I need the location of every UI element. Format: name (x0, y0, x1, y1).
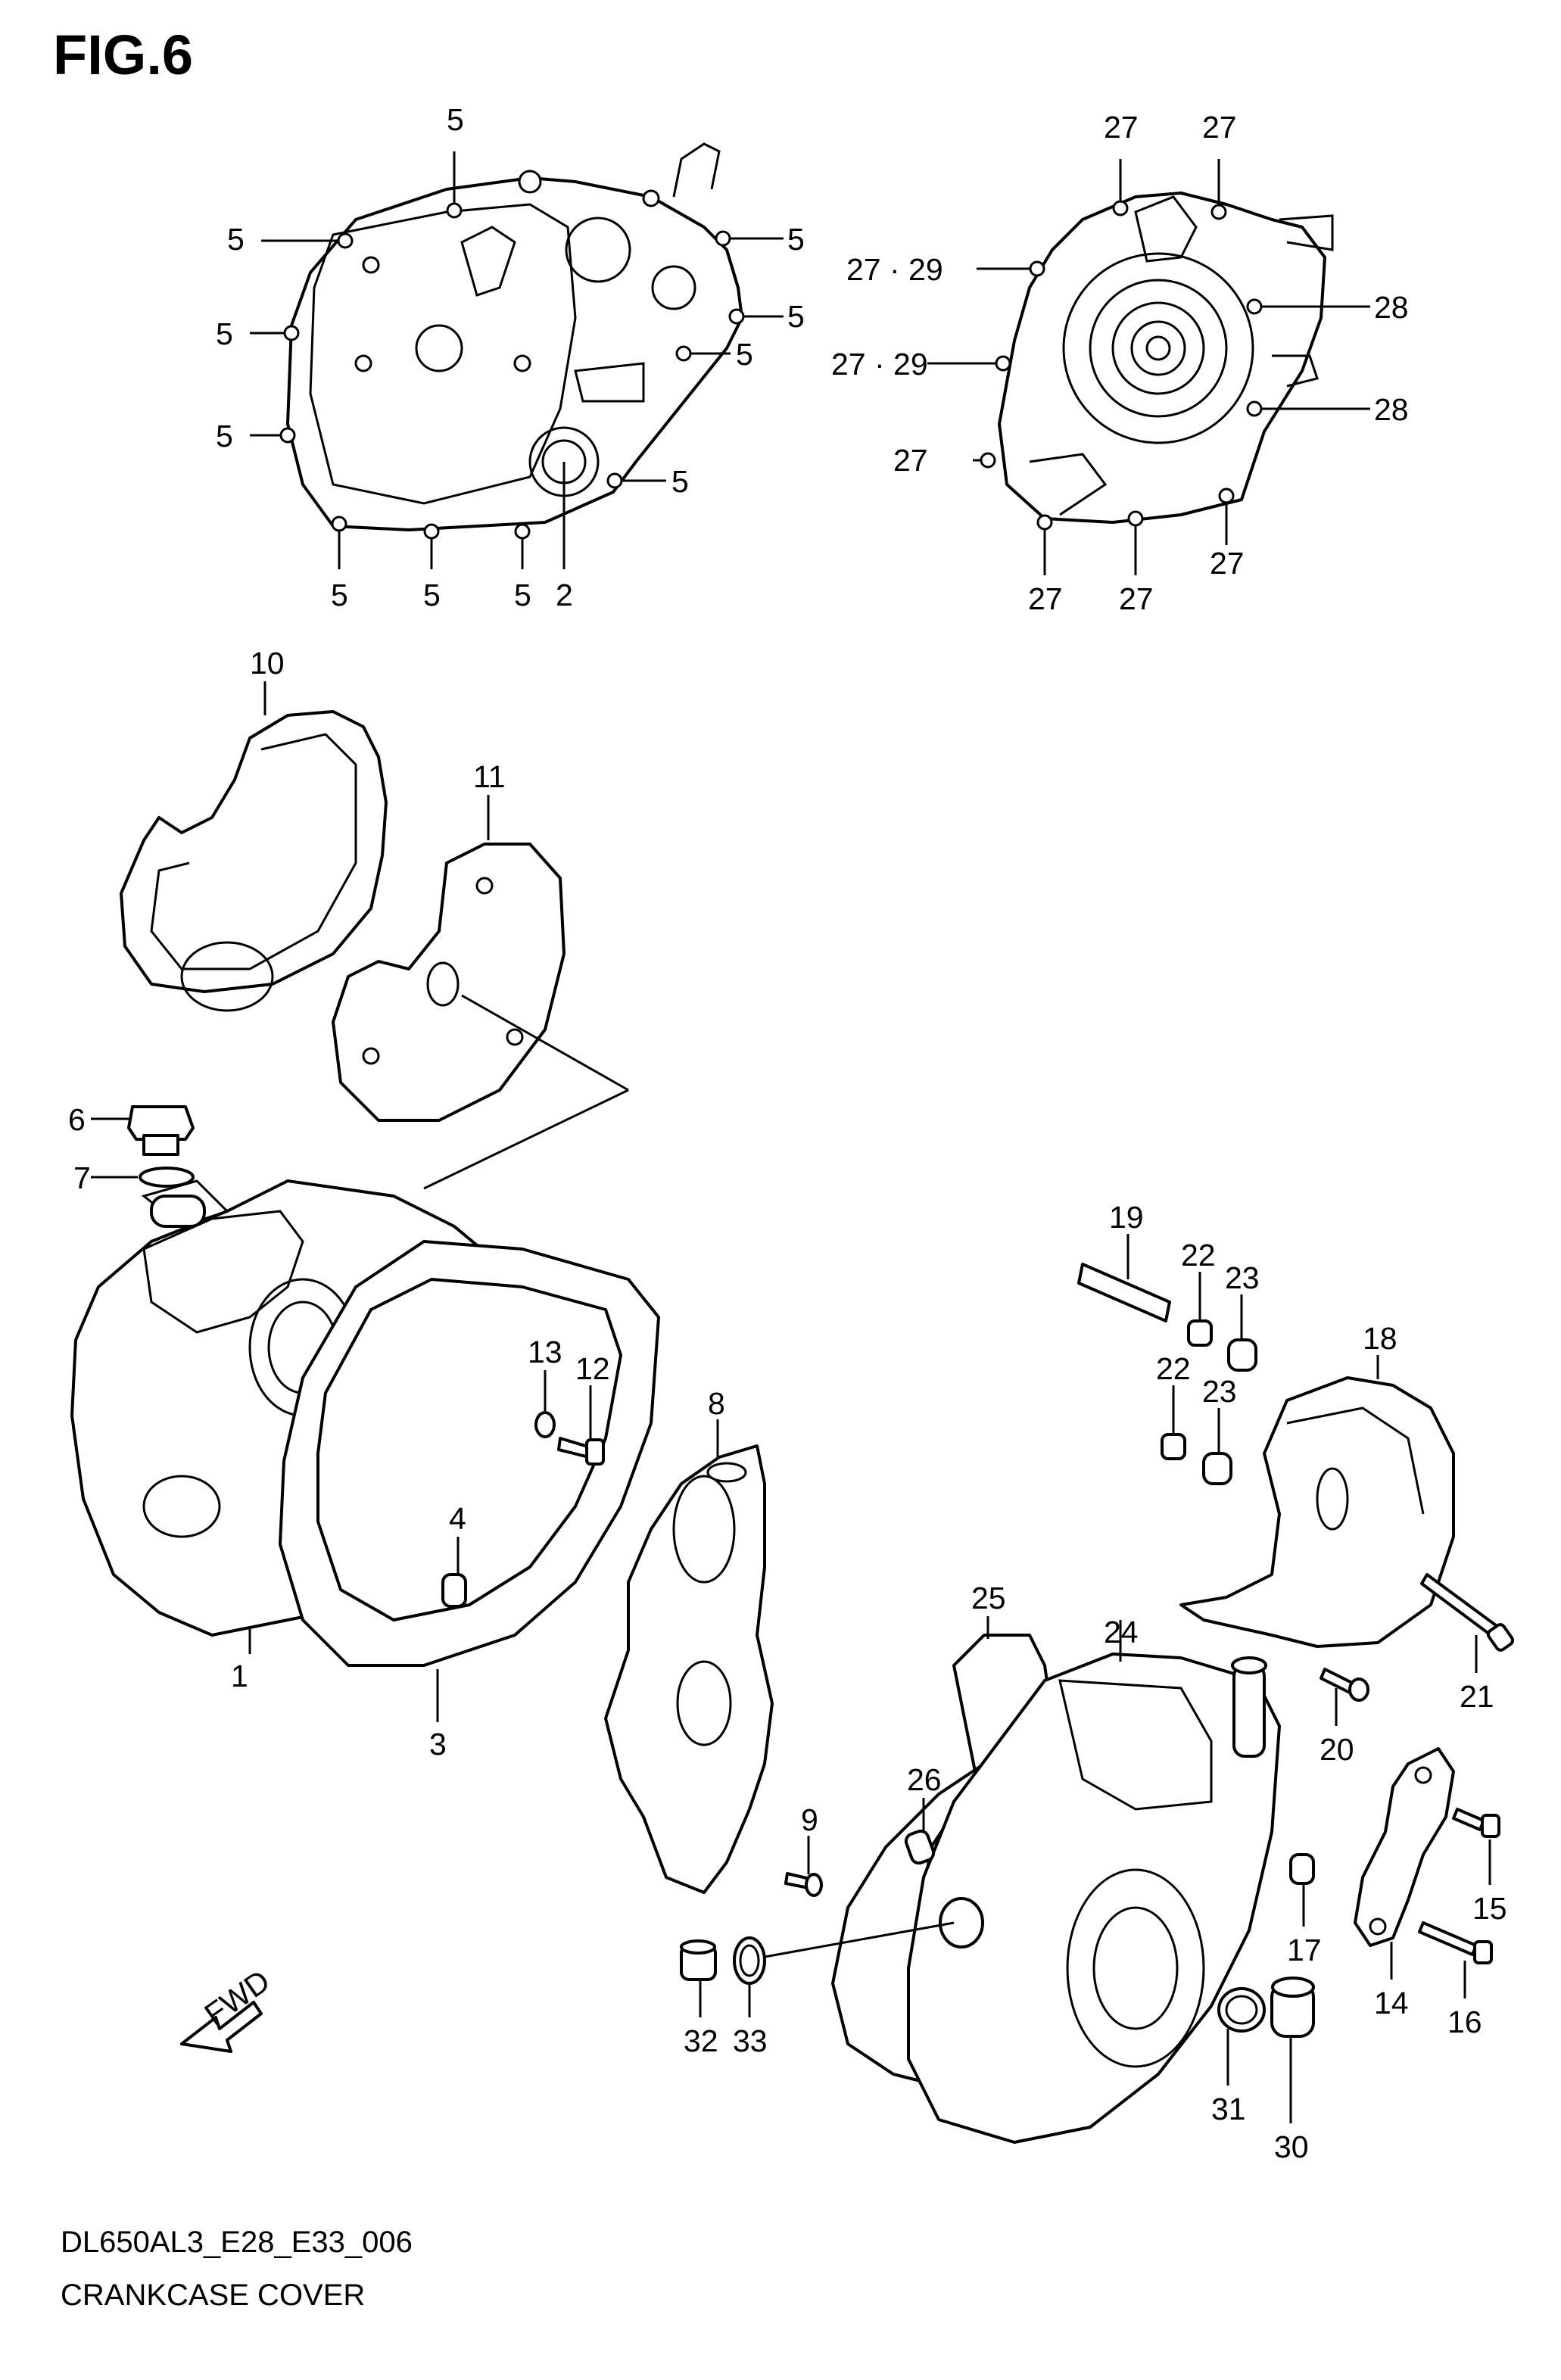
bolt-9 (784, 1836, 823, 1897)
plug-30 (1270, 1977, 1315, 2123)
callout-25: 25 (971, 1581, 1006, 1615)
inner-cover-plate-10 (120, 710, 388, 1012)
callout-5: 5 (423, 578, 441, 612)
spacer-22a (1187, 1272, 1213, 1347)
callout-12: 12 (575, 1351, 610, 1386)
callout-5: 5 (514, 578, 531, 612)
clutch-cover-bolt-callouts (250, 151, 784, 569)
grommet-23a (1227, 1294, 1257, 1372)
model-code: DL650AL3_E28_E33_006 (61, 2226, 413, 2259)
callout-labels: 5 5 5 5 5 5 5 5 5 5 5 2 27 27 27 · 29 28… (68, 102, 1507, 2164)
callout-27: 27 (1202, 110, 1237, 145)
bolt-16 (1418, 1921, 1493, 1998)
callout-15: 15 (1472, 1891, 1507, 1926)
callout-31: 31 (1211, 2092, 1246, 2126)
callout-27: 27 (1119, 581, 1154, 616)
forward-direction-arrow: FWD (180, 1963, 276, 2053)
callout-9: 9 (801, 1802, 818, 1837)
callout-3: 3 (429, 1727, 447, 1762)
bolt-20 (1320, 1668, 1369, 1726)
callout-24: 24 (1104, 1615, 1139, 1649)
oil-filler-cap-6 (91, 1105, 195, 1156)
figure-caption: CRANKCASE COVER (61, 2279, 366, 2312)
callout-28: 28 (1374, 392, 1409, 427)
callout-22: 22 (1181, 1238, 1216, 1273)
callout-32: 32 (684, 2023, 718, 2058)
gasket-8 (604, 1444, 774, 1894)
callout-11: 11 (473, 759, 506, 794)
callout-5: 5 (216, 316, 233, 351)
callout-8: 8 (708, 1386, 725, 1421)
bolt-21 (1420, 1573, 1515, 1673)
generator-cover-24 (907, 1653, 1281, 2144)
callout-5: 5 (227, 222, 245, 257)
gasket-3 (279, 1240, 660, 1667)
inner-cover-plate-11 (332, 843, 629, 1190)
o-ring-33 (733, 1921, 955, 2017)
callout-10: 10 (250, 646, 285, 681)
callout-27-29: 27 · 29 (831, 347, 928, 382)
callout-33: 33 (733, 2023, 768, 2058)
dowel-pin-17 (1289, 1853, 1315, 1927)
callout-27: 27 (1104, 110, 1139, 145)
bolt-12 (557, 1385, 605, 1466)
bolt-15 (1452, 1808, 1500, 1885)
callout-26: 26 (907, 1762, 942, 1797)
o-ring-7 (91, 1167, 195, 1188)
callout-19: 19 (1109, 1200, 1144, 1235)
callout-21: 21 (1460, 1679, 1494, 1714)
callout-1: 1 (231, 1659, 248, 1693)
washer-13 (534, 1370, 556, 1438)
callout-5: 5 (331, 578, 348, 612)
callout-5: 5 (216, 419, 233, 453)
callout-27-29: 27 · 29 (846, 252, 943, 287)
callout-23: 23 (1202, 1374, 1237, 1409)
callout-22: 22 (1156, 1351, 1191, 1386)
callout-17: 17 (1287, 1933, 1322, 1967)
dowel-pin-4 (441, 1537, 467, 1608)
callout-5: 5 (447, 102, 464, 137)
clutch-cover-top-view (286, 142, 743, 531)
callout-27: 27 (893, 443, 928, 478)
o-ring-31 (1217, 1987, 1266, 2086)
callout-30: 30 (1274, 2129, 1309, 2164)
stud-bolt-19 (1077, 1234, 1171, 1322)
dowel-pin-26 (904, 1798, 936, 1865)
callout-27: 27 (1028, 581, 1063, 616)
callout-27: 27 (1210, 546, 1245, 581)
figure-title: FIG.6 (53, 23, 194, 86)
callout-13: 13 (528, 1335, 562, 1369)
bracket-14 (1354, 1747, 1455, 1980)
callout-28: 28 (1374, 290, 1409, 325)
callout-16: 16 (1447, 2005, 1482, 2039)
callout-5: 5 (736, 337, 753, 372)
callout-20: 20 (1320, 1732, 1354, 1767)
cover-18 (1179, 1376, 1455, 1648)
callout-5: 5 (671, 464, 689, 499)
callout-18: 18 (1363, 1321, 1397, 1356)
callout-23: 23 (1225, 1260, 1260, 1295)
generator-cover-bolt-callouts (927, 159, 1370, 575)
callout-4: 4 (449, 1501, 466, 1536)
generator-cover-top-view (998, 192, 1334, 524)
callout-7: 7 (73, 1160, 91, 1195)
callout-6: 6 (68, 1102, 86, 1137)
plug-32 (680, 1939, 717, 2017)
callout-5: 5 (787, 222, 805, 257)
callout-2: 2 (556, 578, 573, 612)
grommet-23b (1202, 1408, 1232, 1485)
spacer-22b (1161, 1385, 1186, 1460)
callout-14: 14 (1374, 1986, 1409, 2020)
callout-5: 5 (787, 299, 805, 334)
